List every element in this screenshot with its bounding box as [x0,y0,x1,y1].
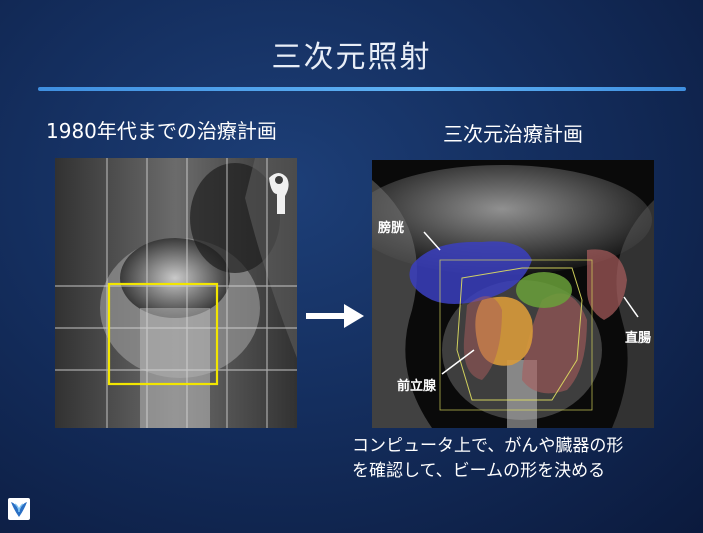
prostate-label: 前立腺 [397,378,437,394]
planning-image: 膀胱 直腸 前立腺 [372,160,654,428]
left-panel-label: 1980年代までの治療計画 [46,115,277,144]
slide-title: 三次元照射 [0,32,703,76]
right-panel-label: 三次元治療計画 [443,118,583,147]
xray-image [55,158,297,428]
caption: コンピュータ上で、がんや臓器の形 を確認して、ビームの形を決める [352,434,697,484]
caption-line-2: を確認して、ビームの形を決める [352,459,697,484]
rectum-label: 直腸 [625,330,651,346]
right-arrow-icon [306,300,364,332]
title-divider [38,87,686,91]
logo-icon [8,498,30,520]
bladder-label: 膀胱 [377,220,404,236]
caption-line-1: コンピュータ上で、がんや臓器の形 [352,434,697,459]
